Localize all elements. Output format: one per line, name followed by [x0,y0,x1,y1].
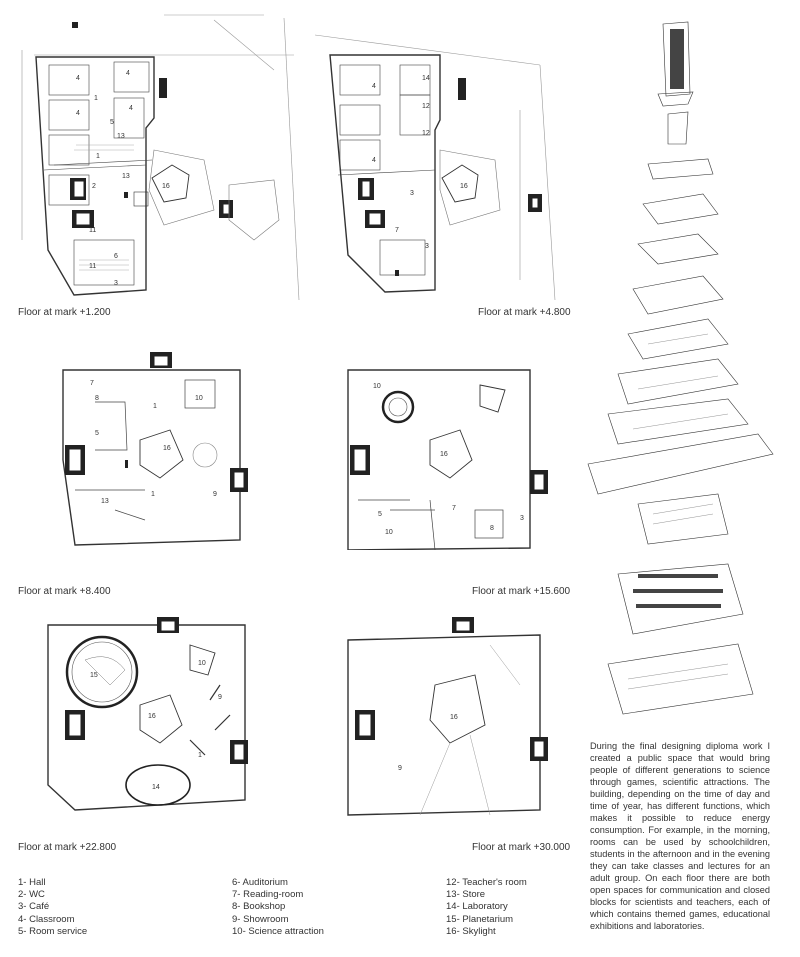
room-label: 2 [92,183,96,190]
room-label: 9 [398,765,402,772]
caption-floor-30000: Floor at mark +30.000 [472,842,571,853]
legend-item: 10- Science attraction [232,925,324,937]
legend-item: 8- Bookshop [232,901,286,913]
room-label: 9 [213,491,217,498]
legend-item: 14- Laboratory [446,901,508,913]
room-label: 16 [162,183,170,190]
room-label: 5 [110,119,114,126]
room-label: 4 [129,105,133,112]
legend-item: 5- Room service [18,925,88,937]
room-label: 10 [385,529,393,536]
legend-item: 2- WC [18,889,45,901]
room-label: 15 [90,672,98,679]
room-label: 13 [101,498,109,505]
legend-item: 15- Planetarium [446,913,514,925]
legend-item: 4- Classroom [18,913,75,925]
room-label: 10 [195,395,203,402]
room-label: 8 [490,525,494,532]
caption-floor-1200: Floor at mark +1.200 [18,307,111,318]
room-label: 14 [422,75,430,82]
room-label: 3 [425,243,429,250]
caption-floor-15600: Floor at mark +15.600 [472,586,571,597]
room-label: 9 [218,694,222,701]
floor-plan-4800: 4 14 12 12 4 16 3 7 3 [310,10,585,300]
room-label: 4 [76,110,80,117]
project-description: During the final designing diploma work … [590,741,770,931]
legend-item: 6- Auditorium [232,877,288,888]
room-label: 10 [373,383,381,390]
legend-item: 7- Reading-room [232,889,304,901]
room-label: 11 [89,263,96,270]
room-label: 4 [126,70,130,77]
room-label: 5 [378,511,382,518]
room-label: 10 [198,660,206,667]
room-label: 3 [520,515,524,522]
floor-plan-22800: 15 10 9 16 1 14 [40,615,265,820]
room-label: 4 [76,75,80,82]
legend-item: 9- Showroom [232,913,289,925]
room-label: 5 [95,430,99,437]
room-label: 12 [422,130,430,137]
room-label: 13 [122,173,130,180]
room-label: 1 [96,153,100,160]
legend-column-1: 1- Hall 2- WC 3- Café 4- Classroom 5- Ro… [18,877,87,938]
room-label: 8 [95,395,99,402]
room-label: 14 [152,784,160,791]
exploded-axonometric-diagram [578,14,778,729]
floor-plan-1200: 4 1 4 13 4 4 1 13 2 16 11 11 6 3 5 [14,10,304,300]
legend-column-2: 6- Auditorium 7- Reading-room 8- Booksho… [232,877,324,938]
room-label: 6 [114,253,118,260]
caption-floor-8400: Floor at mark +8.400 [18,586,111,597]
room-label: 16 [450,714,458,721]
room-label: 4 [372,157,376,164]
room-label: 16 [163,445,171,452]
floor-plan-8400: 7 8 1 10 5 16 1 9 13 [55,350,255,550]
room-label: 1 [153,403,157,410]
room-label: 7 [90,380,94,387]
room-label: 11 [89,227,96,234]
room-label: 3 [410,190,414,197]
room-label: 13 [117,133,125,140]
room-label: 1 [151,491,155,498]
legend-item: 13- Store [446,889,486,901]
legend-item: 12- Teacher's room [446,877,527,888]
room-label: 12 [422,103,430,110]
room-label: 7 [395,227,399,234]
room-label: 1 [198,752,202,759]
room-label: 16 [440,451,448,458]
legend-item: 3- Café [18,901,50,913]
caption-floor-4800: Floor at mark +4.800 [478,307,571,318]
legend-item: 1- Hall [18,877,46,888]
legend-item: 16- Skylight [446,925,496,937]
caption-floor-22800: Floor at mark +22.800 [18,842,117,853]
room-label: 4 [372,83,376,90]
floor-plan-15600: 10 16 5 10 7 8 3 [340,350,550,550]
room-label: 3 [114,280,118,287]
room-label: 1 [94,95,98,102]
legend-column-3: 12- Teacher's room 13- Store 14- Laborat… [446,877,527,938]
room-label: 16 [460,183,468,190]
floor-plan-30000: 16 9 [340,615,555,820]
room-label: 7 [452,505,456,512]
room-label: 16 [148,713,156,720]
